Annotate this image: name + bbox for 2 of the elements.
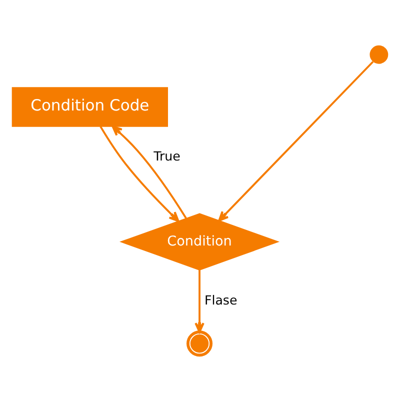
edge-label: True: [154, 148, 180, 164]
edge-label: Flase: [204, 292, 238, 307]
